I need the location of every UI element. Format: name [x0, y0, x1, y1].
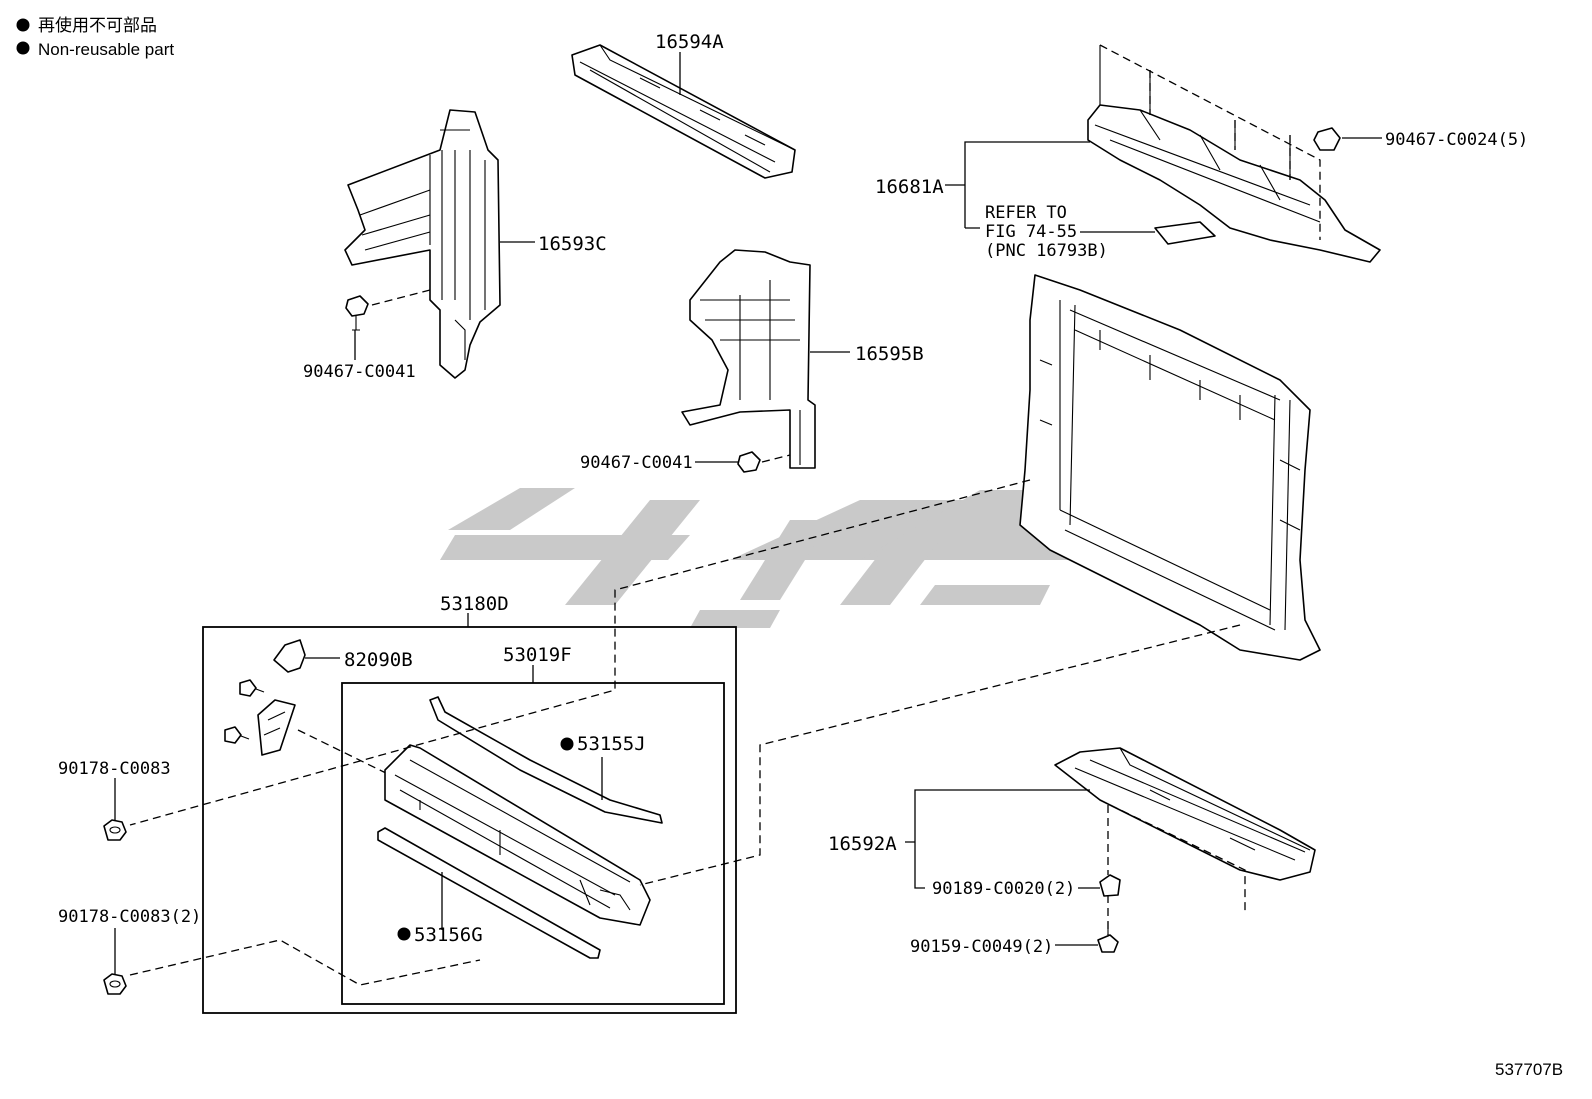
label-16592A: 16592A: [828, 833, 897, 855]
clip-icon: [737, 451, 761, 473]
nut-icon: [103, 973, 127, 995]
label-16593C: 16593C: [538, 233, 607, 255]
label-90178-C0083: 90178-C0083: [58, 759, 171, 779]
label-90189-C0020: 90189-C0020(2): [932, 879, 1075, 899]
legend-jp: 再使用不可部品: [38, 15, 157, 35]
clip-icon: [1313, 127, 1341, 151]
label-90467-C0041-b: 90467-C0041: [580, 453, 693, 473]
part-16595B-drawing: [681, 249, 816, 469]
clip-icon: [345, 295, 369, 331]
part-82090B-drawing: [257, 639, 306, 756]
label-90467-C0024: 90467-C0024(5): [1385, 130, 1528, 150]
radiator-support-drawing: [1019, 274, 1321, 661]
group-53180D-box: [202, 626, 737, 1014]
non-reusable-bullet-icon: [560, 737, 574, 751]
label-16681A: 16681A: [875, 176, 944, 198]
label-53155J: 53155J: [577, 733, 646, 755]
nut-icon: [103, 819, 127, 841]
label-16595B: 16595B: [855, 343, 924, 365]
part-53019F-drawing: [384, 744, 651, 926]
bullet-icon: [16, 18, 30, 32]
part-53156G-drawing: [377, 827, 601, 959]
part-16594A-drawing: [571, 44, 796, 179]
label-90159-C0049: 90159-C0049(2): [910, 937, 1053, 957]
label-82090B: 82090B: [344, 649, 413, 671]
screw-icon: [1097, 922, 1119, 953]
label-53019F: 53019F: [503, 644, 572, 666]
label-53156G: 53156G: [414, 924, 483, 946]
part-16592A-drawing: [1054, 747, 1316, 881]
label-90467-C0041-a: 90467-C0041: [303, 362, 416, 382]
legend: 再使用不可部品 Non-reusable part: [16, 15, 174, 59]
bullet-icon: [16, 41, 30, 55]
label-16594A: 16594A: [655, 31, 724, 53]
non-reusable-bullet-icon: [397, 927, 411, 941]
part-53155J-drawing: [429, 696, 663, 824]
refer-line2: FIG 74-55: [985, 222, 1077, 242]
refer-line1: REFER TO: [985, 203, 1067, 223]
part-16593C-drawing: [344, 109, 501, 379]
clip-icon: [1099, 874, 1121, 897]
diagram-id: 537707B: [1495, 1060, 1563, 1079]
label-53180D: 53180D: [440, 593, 509, 615]
refer-line3: (PNC 16793B): [985, 241, 1108, 261]
bolt-icon: [224, 679, 265, 744]
part-16681A-drawing: [1087, 45, 1381, 263]
legend-en: Non-reusable part: [38, 40, 174, 59]
label-90178-C0083-2: 90178-C0083(2): [58, 907, 201, 927]
